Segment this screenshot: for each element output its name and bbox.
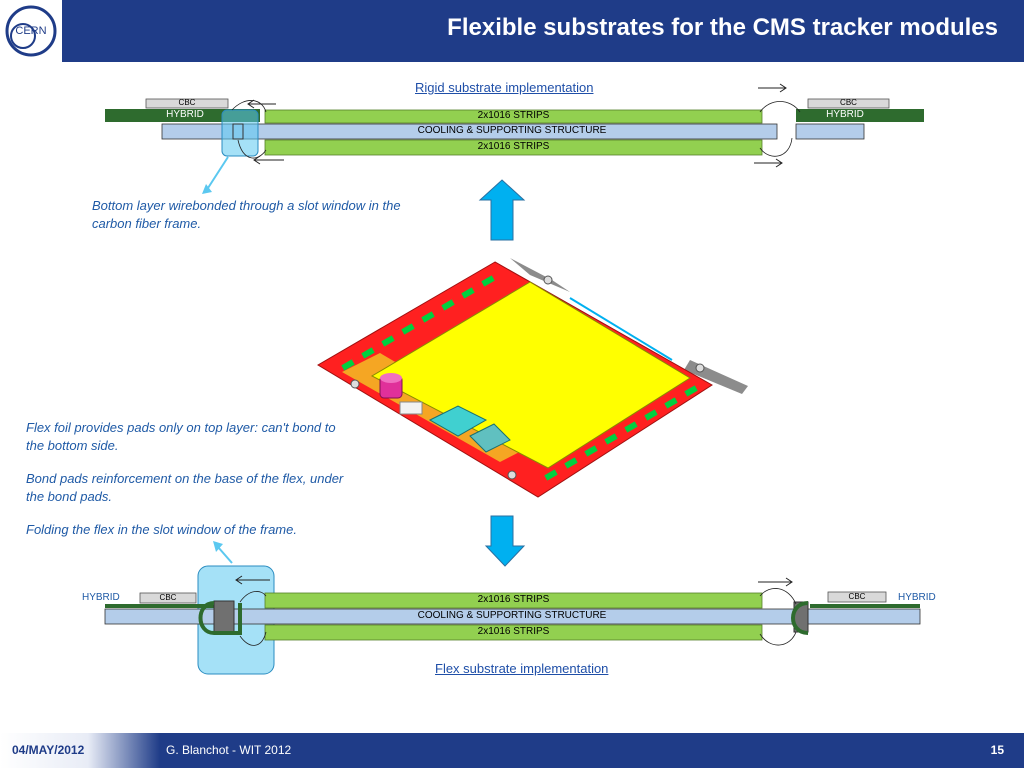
module-3d-view: [317, 258, 748, 498]
cbc-label-left: CBC: [178, 98, 196, 107]
direction-arrows-bottom: [235, 575, 793, 587]
bond-pads-bottom: [544, 385, 698, 481]
hybrid-label-left: HYBRID: [82, 592, 120, 603]
footer-bar: 04/MAY/2012 G. Blanchot - WIT 2012 15: [0, 733, 1024, 768]
frame-corner-top: [510, 258, 570, 292]
footer-author: G. Blanchot - WIT 2012: [166, 743, 292, 757]
support-structure-right: [795, 123, 865, 140]
wirebond-bottom-right: [759, 631, 797, 646]
screw-right: [695, 363, 705, 373]
diagram-canvas: [104, 83, 924, 675]
strips-top-layer: [264, 592, 763, 609]
structure-label: COOLING & SUPPORTING STRUCTURE: [417, 610, 607, 621]
component-connector: [399, 401, 423, 415]
folded-flex-left: [198, 601, 242, 635]
flex-hybrid-right: [810, 604, 920, 608]
flex-hybrid-left: [105, 604, 215, 608]
header-bar: CERN Flexible substrates for the CMS tra…: [0, 0, 1024, 62]
hybrid-right: [796, 109, 924, 122]
component-module: [469, 423, 511, 453]
arrow-left-icon: [253, 155, 284, 165]
strips-top-label: 2x1016 STRIPS: [477, 110, 550, 121]
screw-top: [543, 275, 553, 285]
strips-bottom-label: 2x1016 STRIPS: [477, 141, 550, 152]
page-title: Flexible substrates for the CMS tracker …: [447, 14, 998, 41]
wirebond-top-right: [759, 101, 801, 113]
arrow-right-icon: [758, 83, 787, 93]
footer-date: 04/MAY/2012: [12, 743, 85, 757]
strips-top-layer: [264, 109, 763, 124]
cern-logo: CERN: [0, 0, 62, 62]
hybrid-label-right: HYBRID: [898, 592, 936, 603]
cbc-label-right: CBC: [848, 592, 866, 601]
slot-window: [232, 123, 244, 140]
arrow-left-icon: [247, 99, 276, 109]
arrow-up-icon: [478, 179, 526, 241]
folded-flex-right: [791, 601, 809, 635]
caption-rigid: Rigid substrate implementation: [415, 80, 594, 95]
slot-window: [213, 600, 235, 633]
arrow-left-icon: [235, 575, 270, 585]
pointer-line-bottom: [217, 546, 233, 564]
top-cross-section: [105, 83, 924, 194]
pointer-line: [207, 156, 229, 189]
bond-pads-top: [341, 275, 495, 371]
cbc-chip-right: [807, 98, 890, 109]
arrow-right-icon: [758, 577, 793, 587]
component-cylinder-top: [380, 373, 402, 383]
pointer-arrow-bottom-icon: [213, 541, 223, 552]
cbc-chip-left: [145, 98, 229, 109]
hybrid-left: [105, 109, 260, 122]
page-number: 15: [990, 743, 1004, 757]
strips-bottom-label: 2x1016 STRIPS: [477, 626, 550, 637]
component-chip: [428, 405, 488, 437]
note-wirebond: Bottom layer wirebonded through a slot w…: [92, 198, 401, 231]
strips-bottom-layer: [264, 139, 763, 156]
slot-edge: [569, 297, 673, 361]
direction-arrows-top: [247, 83, 787, 168]
caption-flex: Flex substrate implementation: [435, 661, 609, 676]
hybrid-label-left: HYBRID: [166, 109, 204, 120]
support-structure: [104, 608, 921, 625]
sensor-yellow: [370, 281, 691, 469]
slot-window-highlight: [221, 109, 259, 157]
wirebond-bottom-left: [239, 631, 267, 646]
cbc-label-right: CBC: [840, 98, 857, 107]
cern-logo-icon: CERN: [5, 5, 57, 57]
footer-gradient: [0, 733, 160, 768]
bottom-cross-section: [104, 541, 921, 675]
wirebond-bottom-left: [237, 139, 267, 159]
screw-left: [350, 379, 360, 389]
cbc-chip-left: [139, 592, 197, 604]
cbc-label-left: CBC: [159, 593, 177, 602]
structure-label: COOLING & SUPPORTING STRUCTURE: [417, 125, 607, 136]
screw-bottom: [507, 470, 517, 480]
arrow-right-icon: [754, 158, 783, 168]
note-flex-pads: Flex foil provides pads only on top laye…: [26, 420, 336, 453]
strips-top-label: 2x1016 STRIPS: [477, 594, 550, 605]
logo-text: CERN: [15, 25, 46, 37]
pointer-arrow-icon: [202, 184, 212, 194]
cbc-chip-right: [827, 591, 887, 603]
strips-bottom-layer: [264, 624, 763, 641]
wirebond-top-left: [239, 591, 267, 603]
note-reinforcement: Bond pads reinforcement on the base of t…: [26, 471, 344, 504]
hybrid-label-right: HYBRID: [826, 109, 864, 120]
wirebond-top-right: [759, 588, 797, 605]
support-structure: [161, 123, 778, 140]
note-folding: Folding the flex in the slot window of t…: [26, 522, 297, 537]
arrow-down-icon: [484, 515, 526, 567]
wirebond-bottom-right: [759, 137, 793, 157]
